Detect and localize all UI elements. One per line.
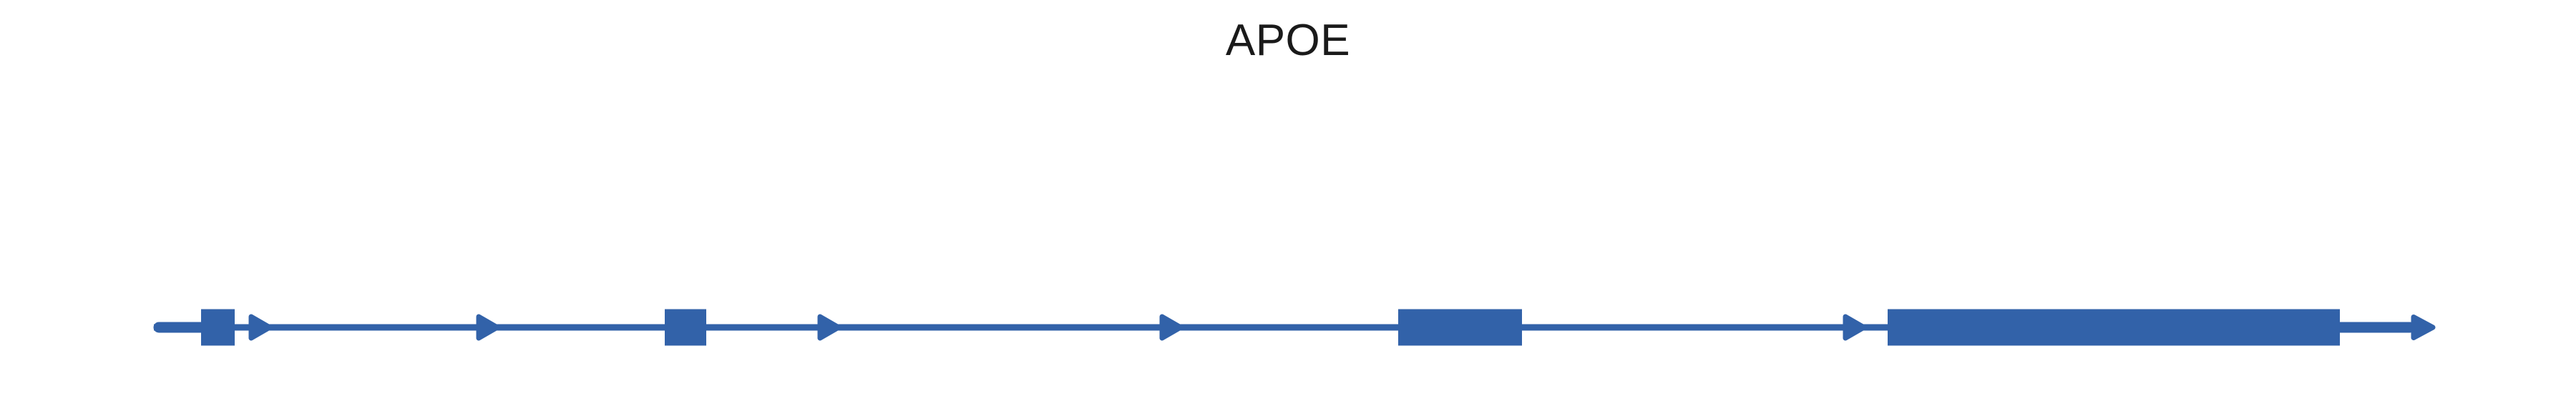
intron-direction-arrow-icon — [248, 314, 273, 341]
exon-box — [1398, 309, 1522, 346]
intron-direction-arrow-icon — [1843, 314, 1867, 341]
intron-direction-arrow-icon — [817, 314, 841, 341]
gene-title: APOE — [1225, 16, 1351, 65]
exon-box — [1888, 309, 2340, 346]
exon-box — [665, 309, 706, 346]
intron-direction-arrow-icon — [476, 314, 500, 341]
intron-direction-arrow-icon — [1159, 314, 1184, 341]
strand-end-arrow-icon — [2411, 315, 2436, 340]
exon-box — [201, 309, 235, 346]
